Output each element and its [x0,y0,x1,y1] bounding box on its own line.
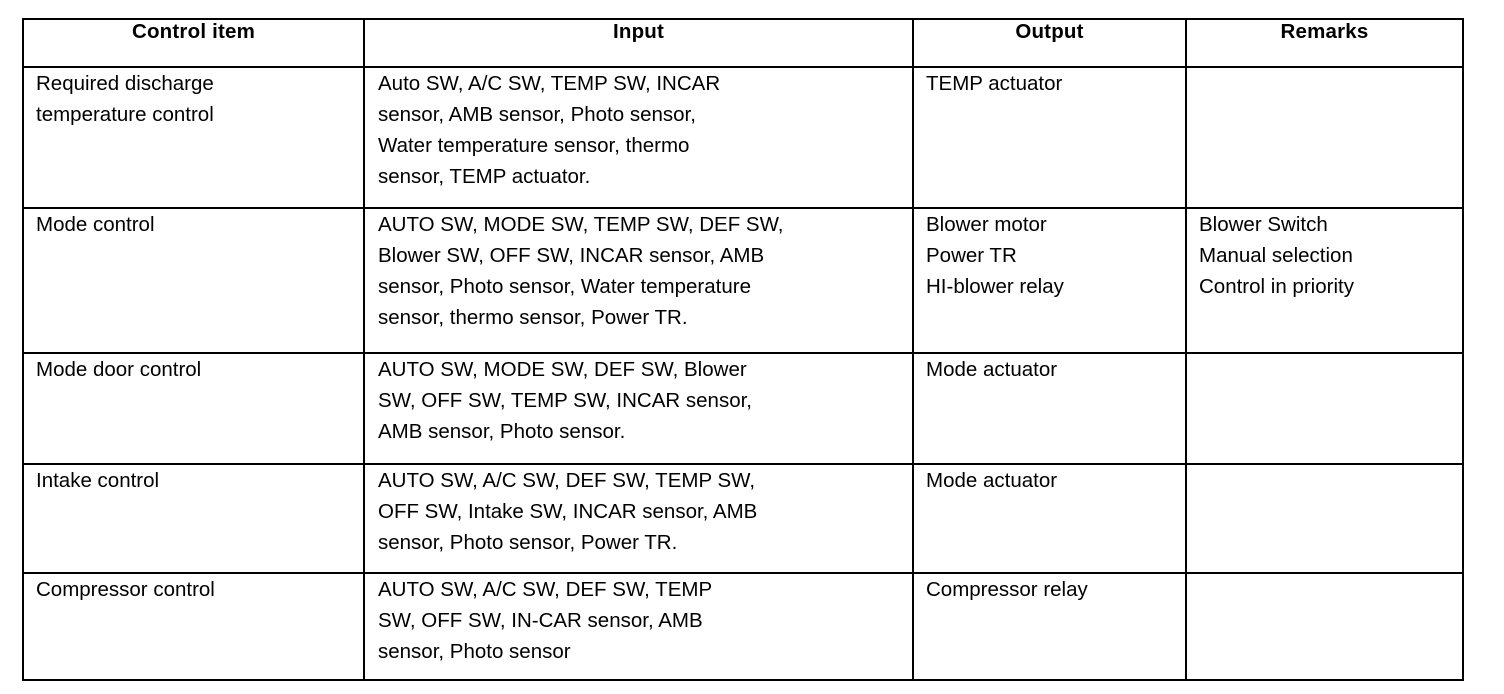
table-row: Required discharge temperature control A… [22,66,1464,209]
cell-input: AUTO SW, A/C SW, DEF SW, TEMP SW, OFF SW… [363,572,914,681]
table-row: Intake control AUTO SW, A/C SW, DEF SW, … [22,463,1464,574]
cell-control-item: Compressor control [22,572,365,681]
cell-output: Compressor relay [912,572,1187,681]
control-table-container: Control item Input Output Remarks Requir… [22,18,1464,681]
column-header-control-item: Control item [22,18,365,68]
cell-remarks: Blower Switch Manual selection Control i… [1185,207,1464,354]
table-body: Required discharge temperature control A… [22,66,1464,681]
cell-remarks [1185,66,1464,209]
table-row: Mode control AUTO SW, MODE SW, TEMP SW, … [22,207,1464,354]
control-item-table: Control item Input Output Remarks Requir… [22,18,1464,681]
cell-remarks [1185,352,1464,465]
header-row: Control item Input Output Remarks [22,18,1464,68]
cell-input: AUTO SW, MODE SW, TEMP SW, DEF SW, Blowe… [363,207,914,354]
column-header-output: Output [912,18,1187,68]
cell-input: AUTO SW, MODE SW, DEF SW, Blower SW, OFF… [363,352,914,465]
table-row: Mode door control AUTO SW, MODE SW, DEF … [22,352,1464,465]
cell-control-item: Mode control [22,207,365,354]
cell-input: Auto SW, A/C SW, TEMP SW, INCAR sensor, … [363,66,914,209]
table-row: Compressor control AUTO SW, A/C SW, DEF … [22,572,1464,681]
cell-output: TEMP actuator [912,66,1187,209]
cell-control-item: Required discharge temperature control [22,66,365,209]
cell-remarks [1185,463,1464,574]
cell-control-item: Mode door control [22,352,365,465]
cell-output: Blower motor Power TR HI-blower relay [912,207,1187,354]
cell-output: Mode actuator [912,463,1187,574]
cell-output: Mode actuator [912,352,1187,465]
column-header-input: Input [363,18,914,68]
cell-remarks [1185,572,1464,681]
cell-control-item: Intake control [22,463,365,574]
table-header: Control item Input Output Remarks [22,18,1464,68]
cell-input: AUTO SW, A/C SW, DEF SW, TEMP SW, OFF SW… [363,463,914,574]
column-header-remarks: Remarks [1185,18,1464,68]
